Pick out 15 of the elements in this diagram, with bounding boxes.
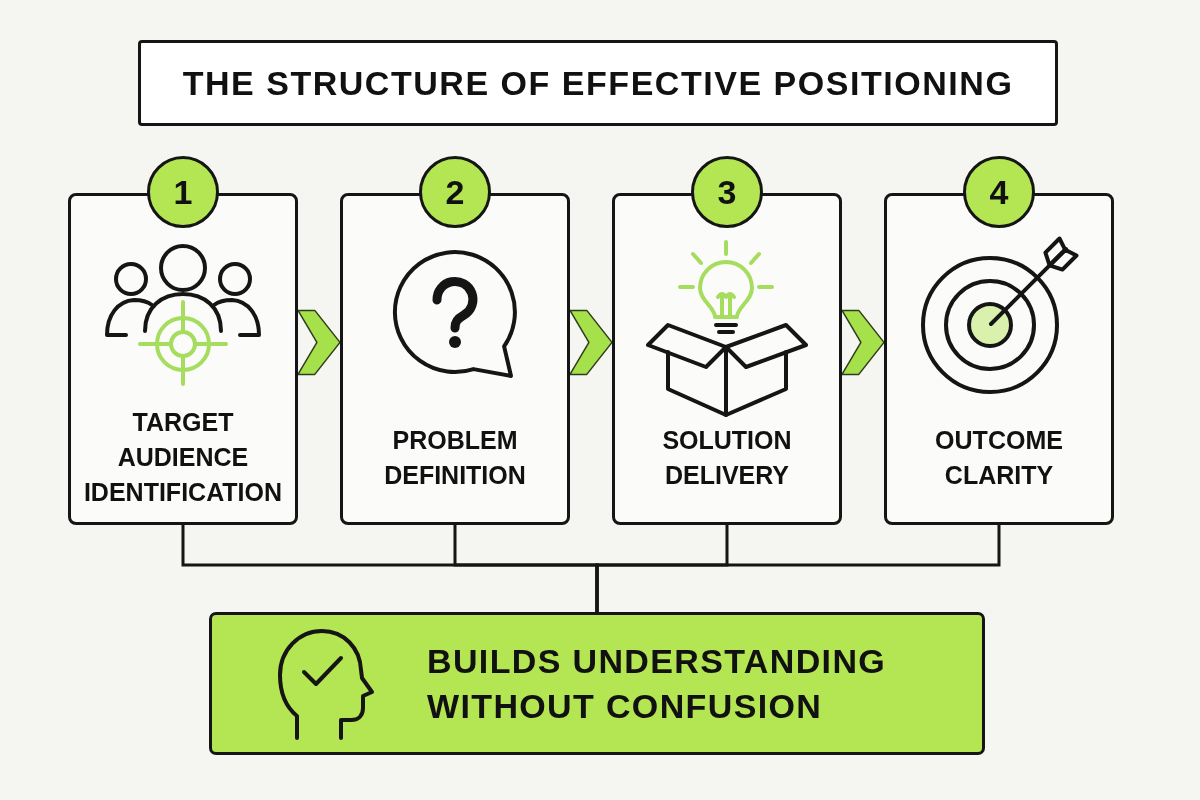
result-banner [209, 612, 985, 755]
chevron-arrow [297, 309, 341, 376]
step-title: OUTCOME CLARITY [934, 424, 1064, 491]
chevron-arrow [841, 309, 885, 376]
step-number: 3 [717, 175, 737, 209]
diagram-title: THE STRUCTURE OF EFFECTIVE POSITIONING [182, 62, 1014, 104]
step-title: SOLUTION DELIVERY [661, 424, 793, 491]
step-number: 4 [989, 175, 1009, 209]
result-text: BUILDS UNDERSTANDING WITHOUT CONFUSION [427, 640, 888, 727]
step-title: TARGET AUDIENCE IDENTIFICATION [82, 407, 284, 508]
chevron-arrow [569, 309, 613, 376]
step-title: PROBLEM DEFINITION [383, 424, 527, 491]
step-number: 1 [173, 175, 193, 209]
connector-line [595, 525, 1001, 612]
step-number: 2 [445, 175, 465, 209]
